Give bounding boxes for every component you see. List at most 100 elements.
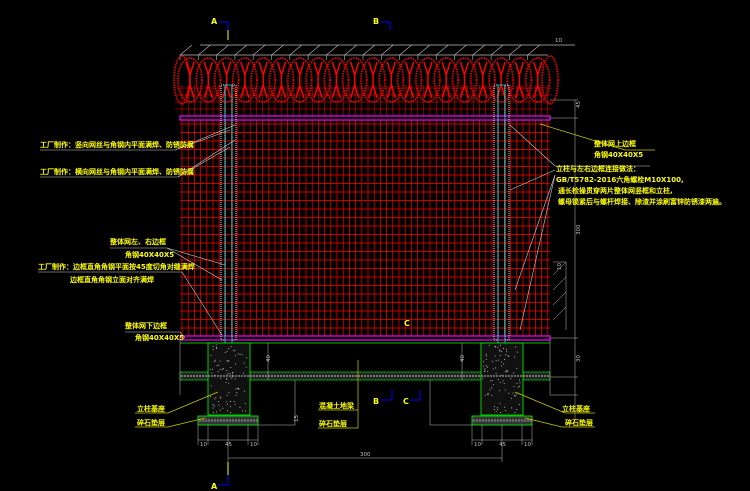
gravel-dot: [531, 374, 535, 378]
concrete-dot: [228, 382, 230, 384]
concrete-dot: [237, 388, 239, 390]
concrete-dot: [516, 393, 518, 395]
concrete-dot: [226, 370, 228, 372]
gravel-dot: [354, 374, 358, 378]
gravel-dot: [513, 374, 517, 378]
gravel-dot: [246, 374, 250, 378]
gravel-dot: [333, 374, 337, 378]
concrete-dot: [228, 348, 230, 350]
cap-hatch: [253, 44, 266, 56]
gravel-dot: [258, 374, 262, 378]
concrete-dot: [514, 395, 516, 397]
gravel-dot: [507, 374, 511, 378]
concrete-dot: [226, 403, 228, 405]
gravel-dot: [511, 419, 515, 422]
concrete-dot: [220, 377, 222, 379]
gravel-dot: [493, 419, 497, 422]
gravel-dot: [225, 419, 229, 422]
gravel-dot: [294, 374, 298, 378]
gravel-dot: [249, 374, 253, 378]
concrete-dot: [227, 360, 229, 362]
concrete-dot: [519, 403, 521, 405]
gravel-dot: [417, 374, 421, 378]
gravel-dot: [330, 374, 334, 378]
concrete-dot: [225, 381, 227, 383]
gravel-dot: [426, 374, 430, 378]
label-post-base-right: 立柱基座: [562, 404, 590, 413]
razor-coil-loop: [433, 57, 460, 103]
concrete-dot: [211, 368, 213, 370]
razor-coil-loop: [451, 57, 478, 103]
concrete-dot: [232, 371, 234, 373]
concrete-dot: [242, 410, 244, 412]
razor-coil-loop: [250, 57, 277, 103]
gravel-dot: [285, 374, 289, 378]
gravel-dot: [222, 419, 226, 422]
concrete-dot: [516, 383, 518, 385]
concrete-dot: [216, 365, 218, 367]
gravel-dot: [471, 374, 475, 378]
label-gravel-mid: 碎石垫层: [319, 419, 347, 428]
gravel-dot: [237, 374, 241, 378]
concrete-dot: [482, 377, 484, 379]
gravel-dot: [249, 419, 253, 422]
gravel-dot: [240, 419, 244, 422]
dim-40-left: 40: [266, 355, 272, 362]
concrete-dot: [514, 412, 516, 414]
concrete-dot: [484, 369, 486, 371]
concrete-dot: [234, 349, 236, 351]
cap-hatch: [198, 44, 211, 56]
gravel-dot: [486, 374, 490, 378]
post-right: [493, 84, 510, 378]
dim-span-300: 300: [360, 452, 371, 458]
gravel-dot: [447, 374, 451, 378]
gravel-dot: [481, 419, 485, 422]
gravel-dot: [402, 374, 406, 378]
concrete-dot: [499, 382, 501, 384]
concrete-dot: [483, 361, 485, 363]
dim-w10d: 10: [524, 442, 531, 448]
concrete-dot: [234, 403, 236, 405]
gravel-dot: [219, 419, 223, 422]
concrete-dot: [500, 365, 502, 367]
concrete-dot: [504, 389, 506, 391]
concrete-dot: [215, 397, 217, 399]
gravel-dot: [348, 374, 352, 378]
razor-coil-loop: [469, 57, 496, 103]
gravel-dot: [423, 374, 427, 378]
concrete-dot: [220, 397, 222, 399]
concrete-dot: [222, 368, 224, 370]
concrete-dot: [505, 348, 507, 350]
frame-weld-note-2: 边框直角角钢立面对齐满焊: [69, 275, 154, 284]
gravel-dot: [213, 374, 217, 378]
concrete-dot: [230, 366, 232, 368]
gravel-dot: [342, 374, 346, 378]
concrete-dot: [221, 368, 223, 370]
dim-45: 45: [576, 101, 582, 108]
concrete-dot: [233, 400, 235, 402]
concrete-dot: [516, 367, 518, 369]
gravel-dot: [255, 374, 259, 378]
gravel-dot: [216, 374, 220, 378]
concrete-dot: [214, 405, 216, 407]
gravel-dot: [288, 374, 292, 378]
gravel-dot: [472, 419, 476, 422]
concrete-dot: [495, 410, 497, 412]
gravel-dot: [225, 374, 229, 378]
gravel-dot: [207, 419, 211, 422]
gravel-dot: [306, 374, 310, 378]
gravel-dot: [520, 419, 524, 422]
razor-coil-loop: [286, 57, 313, 103]
gravel-dot: [183, 374, 187, 378]
concrete-dot: [495, 372, 497, 374]
razor-coil-barb: [240, 61, 250, 99]
gravel-dot: [546, 374, 550, 378]
cap-hatch: [271, 44, 284, 56]
gravel-dot: [195, 374, 199, 378]
gravel-dot: [522, 374, 526, 378]
gravel-dot: [222, 374, 226, 378]
concrete-dot: [511, 397, 513, 399]
connection-line-1: GB/T5782-2016六角螺栓M10X100,: [556, 175, 684, 184]
post-base-left: [207, 342, 251, 416]
